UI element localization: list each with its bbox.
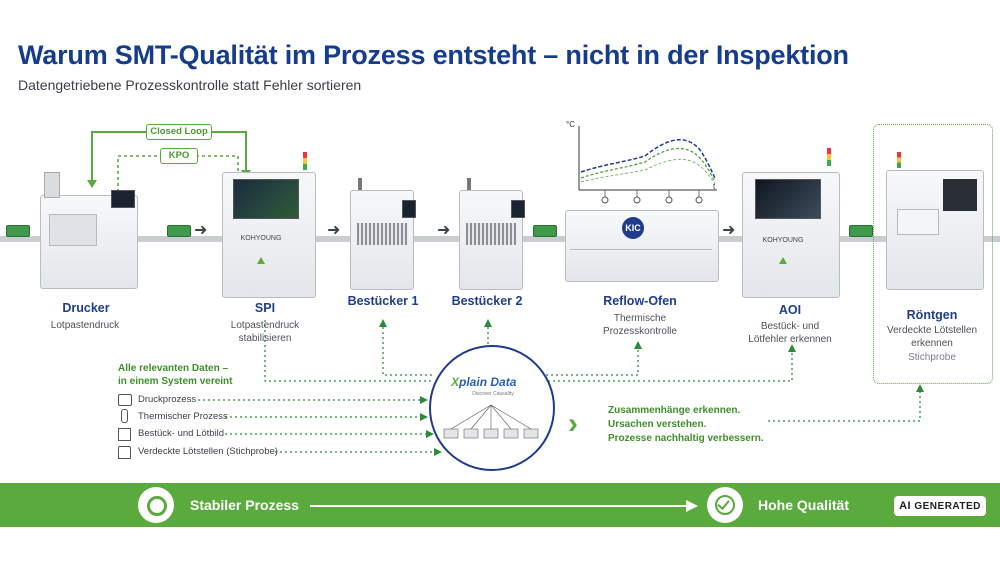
xplain-logo-x: X	[451, 375, 460, 389]
printer-topframe	[44, 172, 60, 198]
xray-signal-tower	[897, 152, 901, 168]
pcb-board	[533, 225, 557, 237]
station-desc-roentgen-2: erkennen	[911, 338, 953, 349]
xray-machine	[886, 170, 984, 290]
chart-x-unit: t	[713, 182, 716, 191]
reflow-data-line	[546, 345, 639, 376]
bottom-left-label: Stabiler Prozess	[190, 497, 299, 513]
ai-badge-strong: AI	[899, 500, 912, 512]
reflow-profile-chart	[578, 126, 717, 204]
data-item-3: Bestück- und Lötbild	[138, 428, 225, 439]
legend-line-4-arrow	[434, 448, 442, 456]
flow-arrow-icon: ➜	[722, 222, 736, 239]
station-label-bestuecker-2: Bestücker 2	[451, 294, 523, 308]
data-panel-heading-1: Alle relevanten Daten –	[118, 363, 229, 374]
station-label-aoi: AOI	[778, 303, 802, 317]
station-desc-spi-1: Lotpastendruck	[230, 320, 300, 331]
ai-generated-badge: AI GENERATED	[894, 496, 986, 516]
data-item-1: Druckprozess	[138, 394, 197, 405]
xplain-logo-rest: plain Data	[459, 375, 517, 389]
aoi-signal-tower	[827, 148, 831, 166]
data-panel-heading-2: in einem System vereint	[118, 376, 233, 387]
xplain-data-hub[interactable]: Xplain Data Discover Causality	[429, 345, 555, 471]
data-item-2: Thermischer Prozess	[138, 411, 228, 422]
aoi-data-line	[548, 348, 793, 382]
insight-line-1: Zusammenhänge erkennen.	[608, 405, 741, 416]
bottom-arrow	[310, 500, 698, 512]
flow-arrow-icon: ➜	[327, 222, 341, 239]
spi-signal-tower	[303, 152, 307, 170]
pcb-board	[167, 225, 191, 237]
check-quality-icon	[707, 487, 743, 523]
aoi-arrow	[788, 344, 796, 352]
bottom-right-label: Hohe Qualität	[758, 497, 850, 513]
legend-line-1-arrow	[420, 396, 428, 404]
chart-y-unit: °C	[566, 120, 575, 129]
spi-machine: KOHYOUNG	[222, 172, 316, 298]
xray-icon	[118, 446, 131, 459]
pcb-board	[849, 225, 873, 237]
xray-arrow	[916, 384, 924, 392]
data-item-4: Verdeckte Lötstellen (Stichprobe)	[138, 446, 278, 457]
xplain-network-icon	[443, 404, 539, 439]
insight-line-3: Prozesse nachhaltig verbessern.	[608, 433, 764, 444]
placer2-screen	[511, 200, 525, 218]
station-label-roentgen: Röntgen	[906, 308, 958, 322]
aoi-brand: KOHYOUNG	[762, 237, 804, 244]
printer-icon	[118, 394, 132, 406]
aoi-machine: KOHYOUNG	[742, 172, 840, 298]
flow-arrow-icon: ➜	[437, 222, 451, 239]
pcb-board	[6, 225, 30, 237]
page-title: Warum SMT-Qualität im Prozess entsteht –…	[18, 40, 849, 70]
legend-line-3-arrow	[426, 430, 434, 438]
ai-badge-rest: GENERATED	[914, 501, 981, 512]
station-desc-aoi-2: Lötfehler erkennen	[748, 334, 832, 345]
xplain-tagline: Discover Causality	[472, 391, 514, 397]
placer1-signal-tower	[358, 178, 362, 190]
kpo-badge: KPO	[160, 148, 198, 164]
station-label-bestuecker-1: Bestücker 1	[347, 294, 419, 308]
spi-data-line	[264, 320, 434, 382]
kic-logo: KIC	[622, 217, 644, 239]
station-desc-roentgen-3: Stichprobe	[908, 352, 956, 363]
profile-curve-lower	[580, 158, 716, 185]
gear-process-icon	[138, 487, 174, 523]
station-desc-drucker: Lotpastendruck	[50, 320, 120, 331]
aoi-status-icon	[779, 257, 787, 264]
station-desc-reflow-1: Thermische	[613, 313, 667, 324]
station-desc-reflow-2: Prozesskontrolle	[603, 326, 677, 337]
bestuecker2-arrow	[484, 319, 492, 327]
reflow-oven-machine: KIC	[565, 210, 719, 282]
profile-curve-middle	[580, 147, 716, 183]
legend-line-2-arrow	[420, 413, 428, 421]
page-subtitle: Datengetriebene Prozesskontrolle statt F…	[18, 77, 362, 93]
station-label-drucker: Drucker	[62, 301, 110, 315]
placer1-screen	[402, 200, 416, 218]
xray-data-line	[768, 388, 921, 422]
insight-line-2: Ursachen verstehen.	[608, 419, 707, 430]
station-desc-roentgen-1: Verdeckte Lötstellen	[886, 325, 978, 336]
thermometer-icon	[121, 409, 128, 423]
printer-machine	[40, 190, 138, 289]
station-desc-aoi-1: Bestück- und	[760, 321, 820, 332]
station-label-spi: SPI	[254, 301, 276, 315]
bestuecker1-data-line	[382, 322, 434, 376]
station-desc-spi-2: stabilisieren	[238, 333, 292, 344]
xplain-logo: Xplain Data	[451, 375, 516, 389]
profile-curve-upper	[580, 139, 716, 179]
closed-loop-badge: Closed Loop	[146, 124, 212, 140]
spi-status-icon	[257, 257, 265, 264]
reflow-arrow	[634, 341, 642, 349]
flow-arrow-icon: ➜	[194, 222, 208, 239]
placer2-signal-tower	[467, 178, 471, 190]
bestuecker1-arrow	[379, 319, 387, 327]
spi-brand: KOHYOUNG	[240, 235, 282, 242]
chevron-right-icon: ›	[568, 407, 578, 440]
chip-icon	[118, 428, 131, 441]
xray-panel	[873, 124, 993, 384]
closed-loop-arrowhead	[87, 180, 97, 188]
station-label-reflow: Reflow-Ofen	[603, 294, 677, 308]
